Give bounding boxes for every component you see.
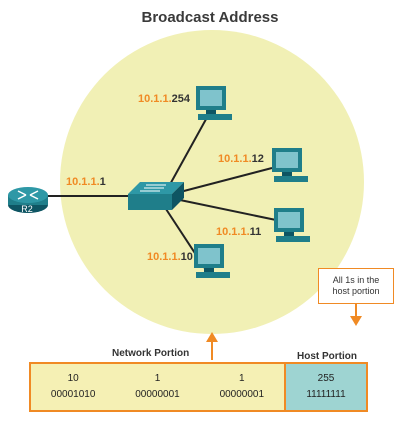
link-host-11 [179,199,277,221]
octet-decimal: 1 [154,373,161,384]
host-portion-callout: All 1s in the host portion [318,268,394,304]
octet-binary: 00000001 [135,389,180,400]
pc-icon-254[interactable] [196,86,232,120]
octet-decimal: 255 [317,373,335,384]
network-portion-label: Network Portion [112,348,190,359]
link-host-12 [179,167,273,193]
host-octet-cell: 255 11111111 [283,364,366,410]
octet-decimal: 1 [239,373,245,384]
octet-cell: 1 00000001 [200,364,284,410]
switch-icon[interactable] [128,182,184,210]
host-ip-label: 10.1.1.12 [218,153,264,165]
octet-decimal: 10 [67,373,79,384]
octet-binary: 00000001 [219,389,265,400]
address-table: 10 00001010 1 00000001 1 00000001 255 11… [29,362,368,412]
arrows [206,304,362,360]
pc-icon-12[interactable] [272,148,308,182]
octet-cell: 1 00000001 [115,364,199,410]
host-portion-label: Host Portion [297,351,357,362]
router-ip-label: 10.1.1.1 [66,176,106,188]
host-ip-label: 10.1.1.254 [138,93,190,105]
router-label: R2 [21,204,33,214]
pc-icon-11[interactable] [274,208,310,242]
links [48,111,277,271]
pc-icon-10[interactable] [194,244,230,278]
octet-binary: 11111111 [306,389,346,400]
host-ip-label: 10.1.1.11 [216,226,262,238]
page-title: Broadcast Address [141,9,279,26]
octet-binary: 00001010 [50,389,96,400]
host-ip-label: 10.1.1.10 [147,251,193,263]
octet-cell: 10 00001010 [31,364,115,410]
link-host-254 [167,111,211,189]
router-icon[interactable] [8,187,48,213]
lan-circle [60,30,364,334]
